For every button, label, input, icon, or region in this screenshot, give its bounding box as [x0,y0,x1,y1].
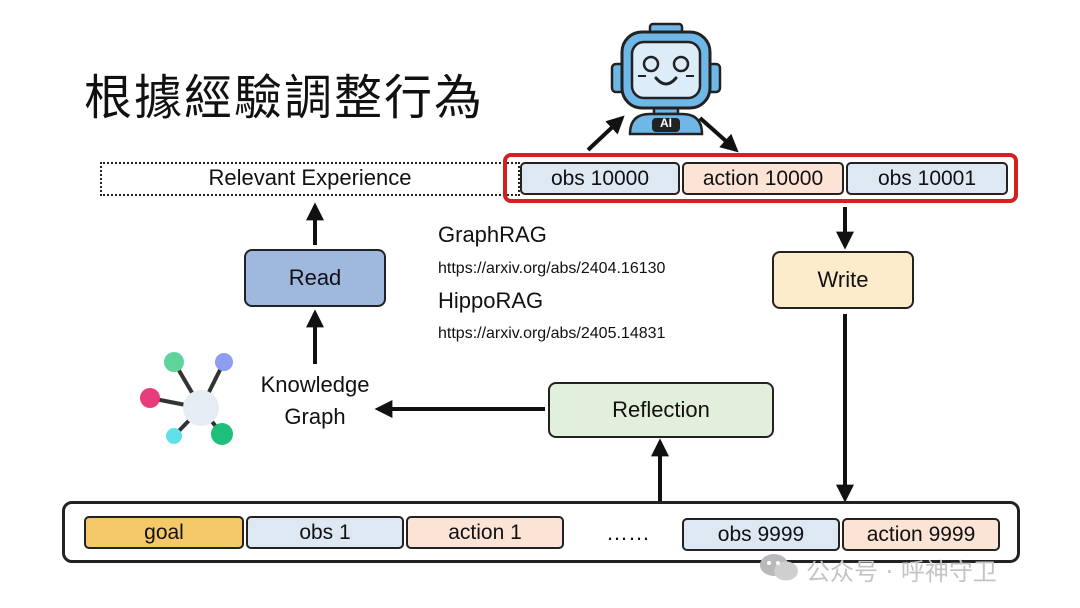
arrow-robot-to-action [698,116,739,153]
memory-stream-box [62,501,1020,563]
obs-1-cell: obs 1 [246,516,404,549]
obs-9999-cell: obs 9999 [682,518,840,551]
read-box: Read [244,249,386,307]
action-1-cell: action 1 [406,516,564,549]
graphrag-url: https://arxiv.org/abs/2404.16130 [438,260,666,277]
arrow-obs-to-robot [586,115,625,152]
goal-cell: goal [84,516,244,549]
relevant-experience-box [100,162,520,196]
write-box: Write [772,251,914,309]
knowledge-graph-icon [140,352,233,445]
current-action-cell: action 10000 [682,162,844,195]
knowledge-graph-label-line2: Graph [284,404,346,429]
graphrag-title: GraphRAG [438,222,547,247]
current-obs-cell: obs 10000 [520,162,680,195]
robot-badge-label: AI [660,116,672,130]
relevant-experience-label: Relevant Experience [208,165,412,190]
knowledge-graph-label-line1: Knowledge [260,372,370,397]
hipporag-url: https://arxiv.org/abs/2405.14831 [438,325,666,342]
wechat-icon [760,554,798,581]
watermark-text: 公众号 · 呼神守卫 [806,558,997,586]
next-obs-cell: obs 10001 [846,162,1008,195]
memory-ellipsis: …… [606,520,650,545]
hipporag-title: HippoRAG [438,288,544,313]
page-title: 根據經驗調整行為 [84,70,485,126]
reflection-box: Reflection [548,382,774,438]
current-step-highlight [503,153,1018,203]
robot-icon [610,22,722,136]
action-9999-cell: action 9999 [842,518,1000,551]
